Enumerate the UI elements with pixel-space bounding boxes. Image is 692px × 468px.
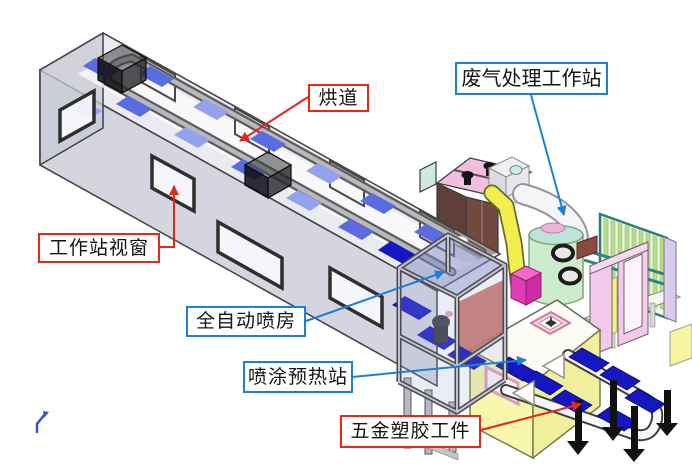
origin-triad-icon (35, 411, 49, 433)
conveyor-feet (567, 380, 678, 462)
callout-workpiece-text: 五金塑胶工件 (350, 421, 471, 442)
tunnel-roof-vents (96, 44, 293, 200)
callout-spray-booth: 全自动喷房 (186, 306, 306, 337)
drying-tunnel (38, 31, 502, 388)
leader-drying-tunnel (239, 96, 309, 142)
spray-robot (432, 315, 450, 329)
callout-drying-tunnel: 烘道 (308, 84, 369, 112)
leader-workpiece (480, 401, 582, 431)
leader-waste-gas-station (530, 94, 567, 216)
callout-drying-tunnel-text: 烘道 (318, 87, 359, 109)
callout-workstation-window-text: 工作站视窗 (48, 237, 149, 259)
callout-workstation-window: 工作站视窗 (38, 233, 160, 263)
workpiece-conveyor-loop (495, 347, 678, 462)
tunnel-front-windows (58, 88, 384, 330)
tank-flanges (551, 243, 582, 286)
callout-preheat-station: 喷涂预热站 (243, 361, 353, 393)
callout-preheat-station-text: 喷涂预热站 (247, 366, 348, 388)
spray-booth (378, 232, 508, 415)
leader-spray-booth (305, 270, 445, 322)
exhaust-pipe-yellow (483, 184, 528, 297)
callout-workpiece: 五金塑胶工件 (340, 415, 481, 448)
preheat-roof-hatch (528, 310, 573, 336)
tunnel-end-window (58, 88, 96, 144)
scrubber-tank (528, 222, 598, 306)
booth-glass-front (399, 268, 457, 410)
paint-supply-box (509, 265, 543, 306)
leader-workstation-window (160, 185, 179, 248)
callout-waste-gas-station: 废气处理工作站 (455, 62, 608, 95)
leader-preheat-station (351, 355, 527, 378)
callout-waste-gas-station-text: 废气处理工作站 (461, 67, 602, 90)
booth-glass-side (457, 265, 505, 410)
conveyor-direction-arrows (511, 352, 565, 407)
callout-spray-booth-text: 全自动喷房 (195, 311, 296, 332)
leader-lines (160, 94, 582, 431)
